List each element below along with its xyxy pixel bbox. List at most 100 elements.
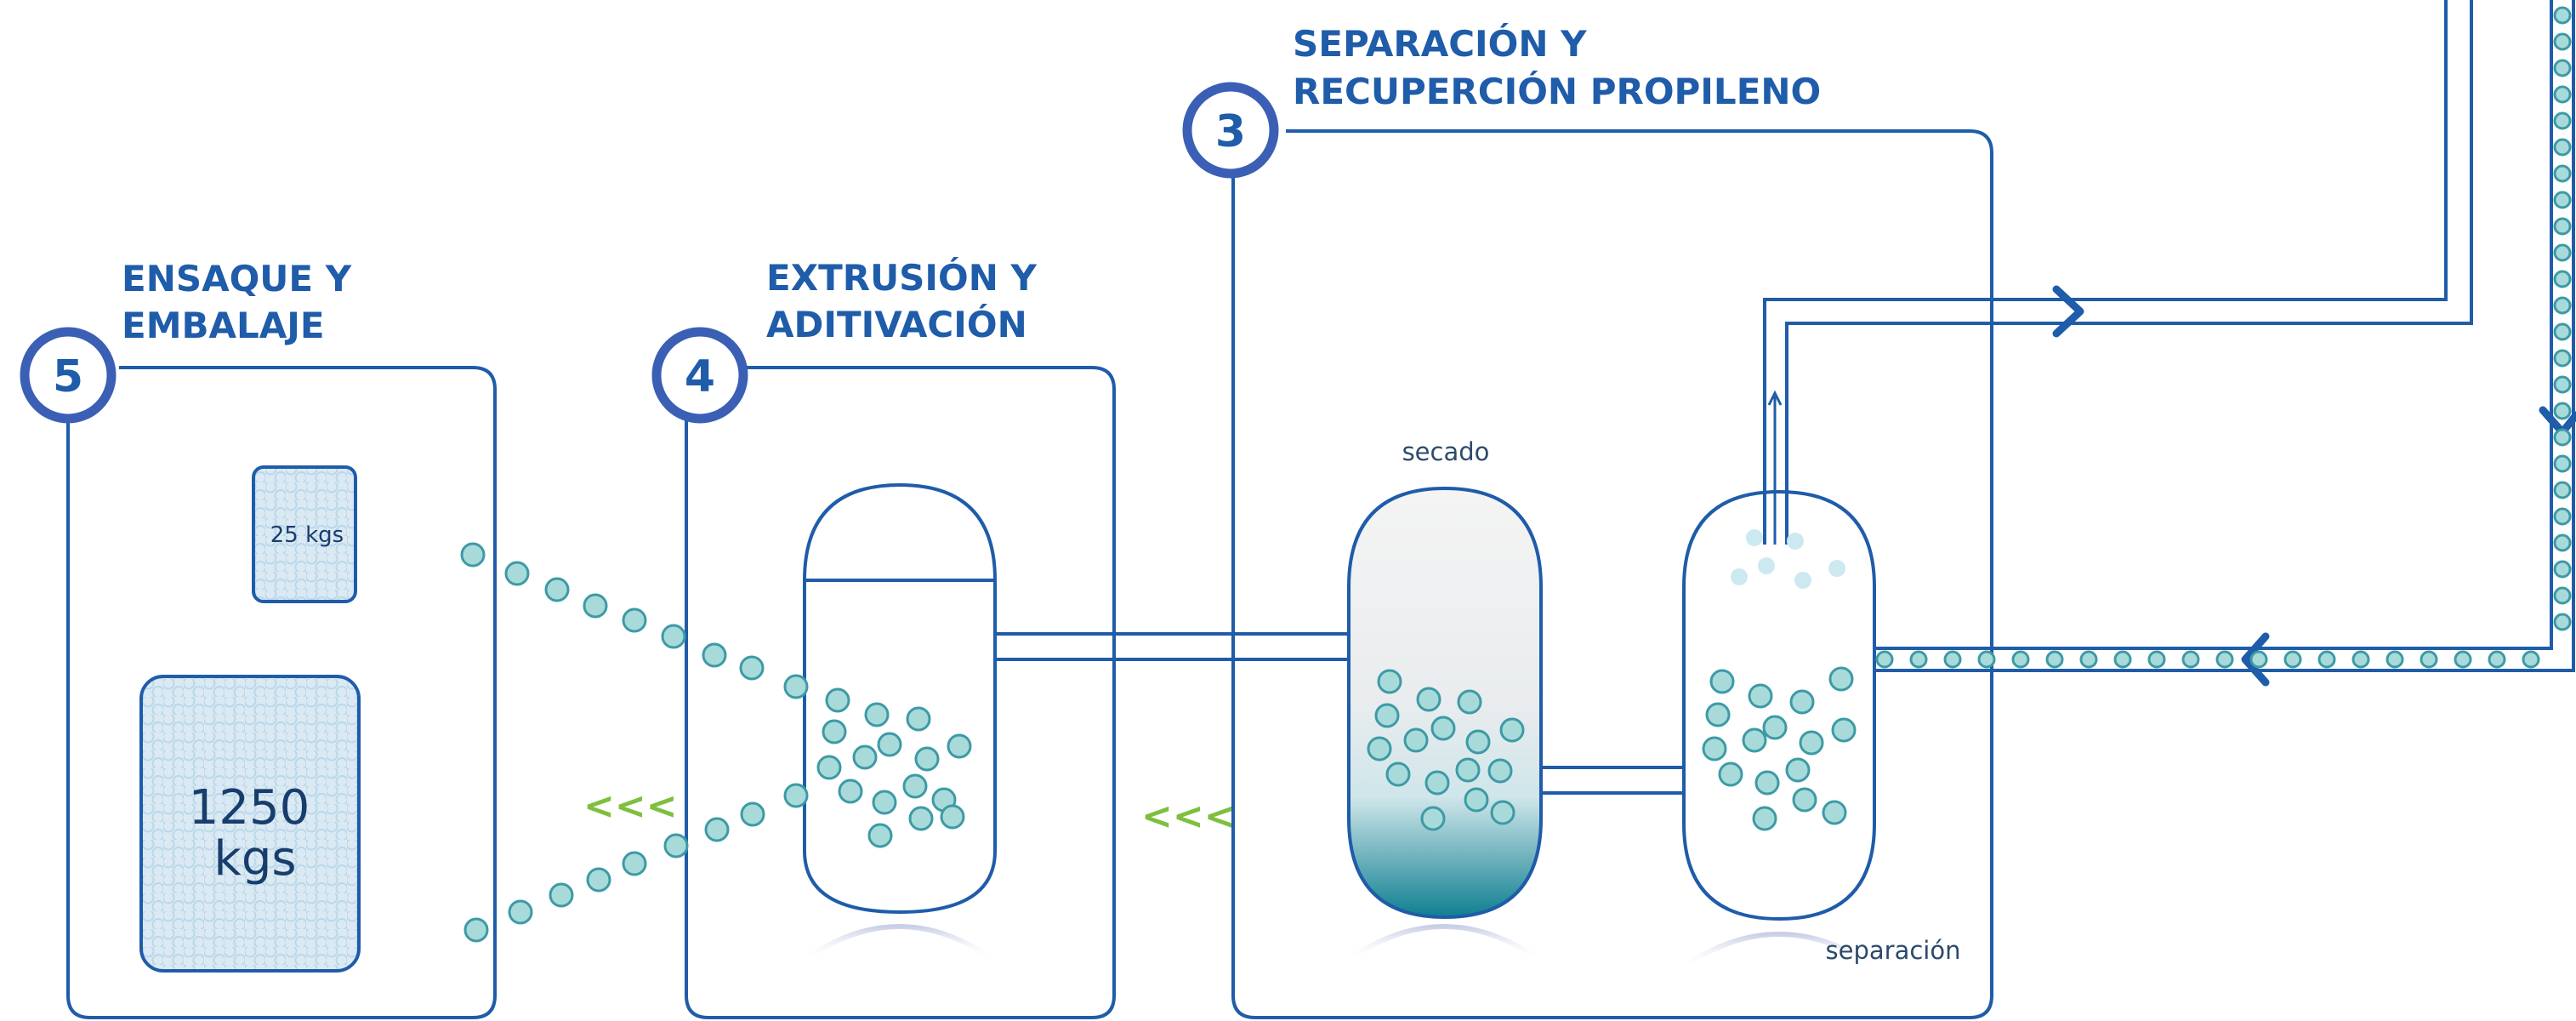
gas-bubble	[1828, 560, 1845, 577]
pipe-pellet	[1977, 650, 1996, 669]
pellet	[463, 917, 489, 943]
pellet	[661, 624, 686, 649]
pellet	[1754, 770, 1780, 796]
pellet	[1457, 689, 1482, 715]
pellet	[1487, 758, 1513, 784]
pellet	[852, 744, 878, 770]
pipe-pellet	[2045, 650, 2064, 669]
pipe-pellet	[1875, 650, 1894, 669]
step-4-badge: 4	[651, 327, 748, 424]
pipe-pellet	[2553, 481, 2572, 499]
pellet	[822, 719, 847, 744]
pipe-pellet	[2553, 613, 2572, 631]
flow-chevrons-left: <<<	[583, 784, 678, 828]
pipe-pellet	[1909, 650, 1928, 669]
pellet	[1785, 757, 1811, 783]
step-5-badge: 5	[20, 327, 117, 424]
pellet	[1709, 669, 1735, 694]
dryer-vessel: secado	[1347, 437, 1543, 962]
pellet	[1752, 806, 1777, 831]
gas-bubble	[1794, 572, 1811, 589]
pipe-pellet	[2553, 111, 2572, 130]
pellet	[1831, 717, 1857, 743]
pellet	[1789, 689, 1815, 715]
pellet	[739, 655, 765, 681]
pellet	[460, 542, 486, 568]
pipe-pellet	[1943, 650, 1962, 669]
pellet	[740, 801, 765, 827]
step-3-title-line2: RECUPERCIÓN PROPILENO	[1293, 70, 1821, 112]
pipe-pellet	[2079, 650, 2098, 669]
step-3-group: 3 SEPARACIÓN Y RECUPERCIÓN PROPILENO sec…	[995, 22, 1993, 1019]
pipe-pellet	[2522, 650, 2540, 669]
pipe-pellet	[2553, 349, 2572, 368]
pipe-pellet	[2283, 650, 2302, 669]
pellet	[1424, 770, 1450, 796]
pellet	[1465, 729, 1491, 755]
pellet	[1385, 761, 1411, 787]
dryer-label: secado	[1402, 437, 1490, 466]
pellet	[1430, 716, 1456, 741]
pellet	[825, 687, 850, 713]
pellet	[902, 773, 928, 799]
step-4-box	[685, 366, 1116, 1019]
pipe-pellet	[2317, 650, 2336, 669]
pellets-layer	[460, 6, 2572, 943]
pellet	[508, 899, 533, 925]
pipe-pellet	[2553, 32, 2572, 51]
pipe-pellet	[2011, 650, 2030, 669]
pellet	[1762, 715, 1788, 740]
bag-25kg: 25 kgs	[252, 465, 357, 603]
pellet	[816, 755, 842, 780]
pellet	[586, 867, 611, 893]
bag-large-label-2: kgs	[213, 831, 296, 887]
pipe-pellet	[2351, 650, 2370, 669]
pipe-pellet	[2553, 402, 2572, 420]
return-pipe	[1874, 0, 2575, 672]
pellet	[1490, 800, 1515, 825]
step-3-box	[1231, 129, 1993, 1019]
step-4-title-line2: ADITIVACIÓN	[766, 303, 1027, 345]
pipe-pellet	[2215, 650, 2234, 669]
bag-small-label: 25 kgs	[270, 522, 344, 548]
pellet	[1748, 683, 1773, 709]
pellet	[1464, 787, 1489, 813]
pipe-pellet	[2553, 164, 2572, 183]
pellet	[1403, 727, 1429, 753]
pellet	[663, 833, 689, 858]
pipe-pellet	[2553, 375, 2572, 394]
pipe-pellet	[2386, 650, 2404, 669]
step-5-title-line1: ENSAQUE Y	[122, 258, 352, 299]
gas-bubble	[1758, 557, 1775, 574]
pellet	[1499, 717, 1525, 743]
pipe-pellet	[2553, 560, 2572, 579]
pellet	[583, 593, 608, 619]
pellet	[1718, 761, 1743, 787]
pellet	[906, 706, 931, 732]
pellet	[1799, 730, 1824, 756]
pellet	[1455, 757, 1481, 783]
pellet	[622, 851, 647, 876]
step-4-number: 4	[685, 351, 715, 402]
pellet	[877, 732, 902, 757]
pipe-pellet	[2553, 217, 2572, 236]
pellet	[1822, 800, 1847, 825]
pipe-pellet	[2553, 85, 2572, 104]
pellet	[1416, 687, 1442, 712]
bag-1250kg: 1250 kgs	[139, 675, 361, 973]
pipe-pellet	[2553, 138, 2572, 157]
pipe-pellet	[2553, 6, 2572, 25]
pipe-pellet	[2553, 454, 2572, 473]
pipe-pellet	[2553, 270, 2572, 288]
pellet	[947, 733, 972, 759]
gas-bubble	[1746, 529, 1763, 546]
pipe-pellet	[2553, 296, 2572, 315]
pellet	[1828, 666, 1854, 692]
pellet	[908, 806, 934, 831]
pellet	[1702, 736, 1727, 761]
pipe-pellet	[2553, 428, 2572, 447]
separator-label: separación	[1826, 936, 1961, 965]
pipe-pellet	[2553, 533, 2572, 552]
pipe-pellet	[2181, 650, 2200, 669]
